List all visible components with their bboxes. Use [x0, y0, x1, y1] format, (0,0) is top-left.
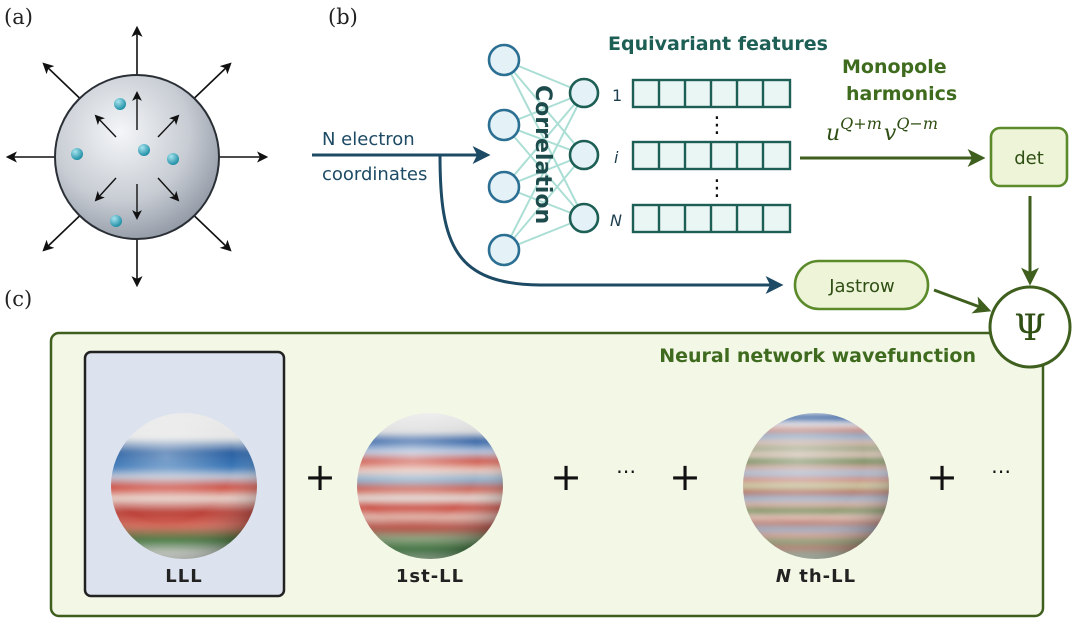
vdots-upper: ⋮ — [706, 113, 728, 138]
sphere-nth-ll — [743, 413, 889, 559]
psi-node: Ψ — [988, 285, 1072, 369]
plus-2: + — [550, 455, 582, 499]
input-label-line1: N electron — [322, 129, 415, 150]
inner-field-arrows — [94, 91, 180, 220]
hidden-nodes — [568, 77, 600, 234]
label-1st-ll: 1st-LL — [396, 566, 464, 587]
feature-index-N: N — [610, 211, 622, 230]
feature-row-N — [631, 203, 792, 234]
electrons — [71, 98, 179, 227]
sphere-1st-ll — [357, 413, 503, 559]
plus-4: + — [926, 455, 958, 499]
panel-label-b: (b) — [328, 5, 358, 29]
jastrow-box: Jastrow — [793, 259, 930, 311]
feature-row-i — [631, 140, 792, 171]
det-box: det — [989, 126, 1069, 188]
monopole-title-line2: harmonics — [846, 83, 957, 105]
input-label-line2: coordinates — [322, 164, 427, 185]
features-title: Equivariant features — [608, 33, 828, 55]
monopole-title-line1: Monopole — [842, 56, 947, 78]
ellipsis-2: ⋯ — [991, 459, 1011, 483]
wavefunction-title: Neural network wavefunction — [659, 345, 976, 367]
feature-index-i: i — [614, 148, 619, 167]
feature-index-1: 1 — [612, 86, 622, 105]
feature-row-1 — [631, 78, 792, 109]
panel-label-c: (c) — [4, 287, 32, 311]
plus-1: + — [304, 455, 336, 499]
input-arrows — [312, 146, 784, 294]
input-nodes — [487, 43, 521, 267]
det-label: det — [1014, 148, 1044, 169]
label-nth-ll: N th-LL — [776, 566, 856, 587]
panel-label-a: (a) — [4, 5, 33, 29]
ellipsis-1: ⋯ — [616, 459, 636, 483]
monopole-sphere — [5, 25, 269, 288]
jastrow-to-psi-arrow — [933, 288, 992, 314]
vdots-lower: ⋮ — [706, 176, 728, 201]
label-lll: LLL — [165, 566, 202, 587]
psi-symbol: Ψ — [1014, 308, 1046, 349]
jastrow-label: Jastrow — [828, 276, 895, 297]
monopole-formula: uQ+mvQ−m — [826, 114, 938, 146]
correlation-label: Correlation — [530, 85, 555, 224]
plus-3: + — [669, 455, 701, 499]
sphere-lll — [111, 413, 257, 559]
